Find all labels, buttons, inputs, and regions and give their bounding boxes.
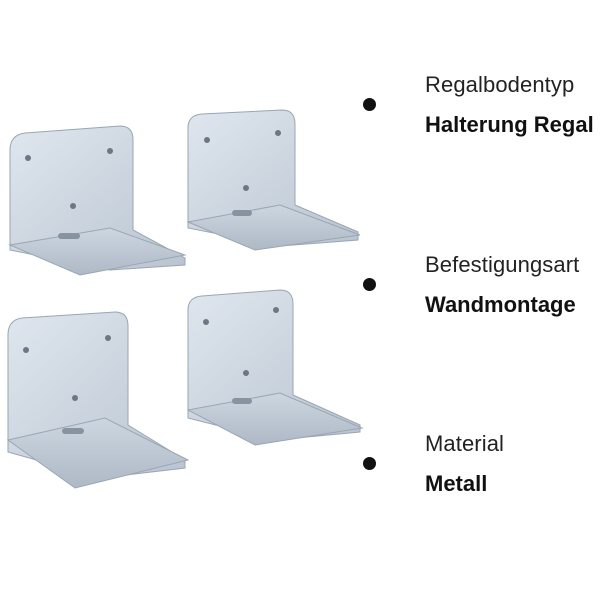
spec-row-material: Material Metall <box>355 425 600 496</box>
bullet-icon <box>363 278 376 291</box>
shelf-bracket <box>186 289 364 446</box>
bullet-icon <box>363 457 376 470</box>
spec-label: Regalbodentyp <box>425 72 575 97</box>
spec-row-shelf-type: Regalbodentyp Halterung Regal <box>355 70 600 140</box>
spec-label: Material <box>425 431 505 456</box>
spec-row-mounting-type: Befestigungsart Wandmontage <box>355 250 600 320</box>
spec-label: Befestigungsart <box>425 252 580 277</box>
product-image <box>6 109 364 489</box>
bullet-icon <box>363 98 376 111</box>
shelf-bracket <box>6 311 190 489</box>
spec-value: Halterung Regal <box>425 112 594 137</box>
spec-value: Metall <box>425 471 488 496</box>
shelf-bracket <box>8 125 187 276</box>
shelf-bracket <box>186 109 361 251</box>
spec-value: Wandmontage <box>425 292 576 317</box>
